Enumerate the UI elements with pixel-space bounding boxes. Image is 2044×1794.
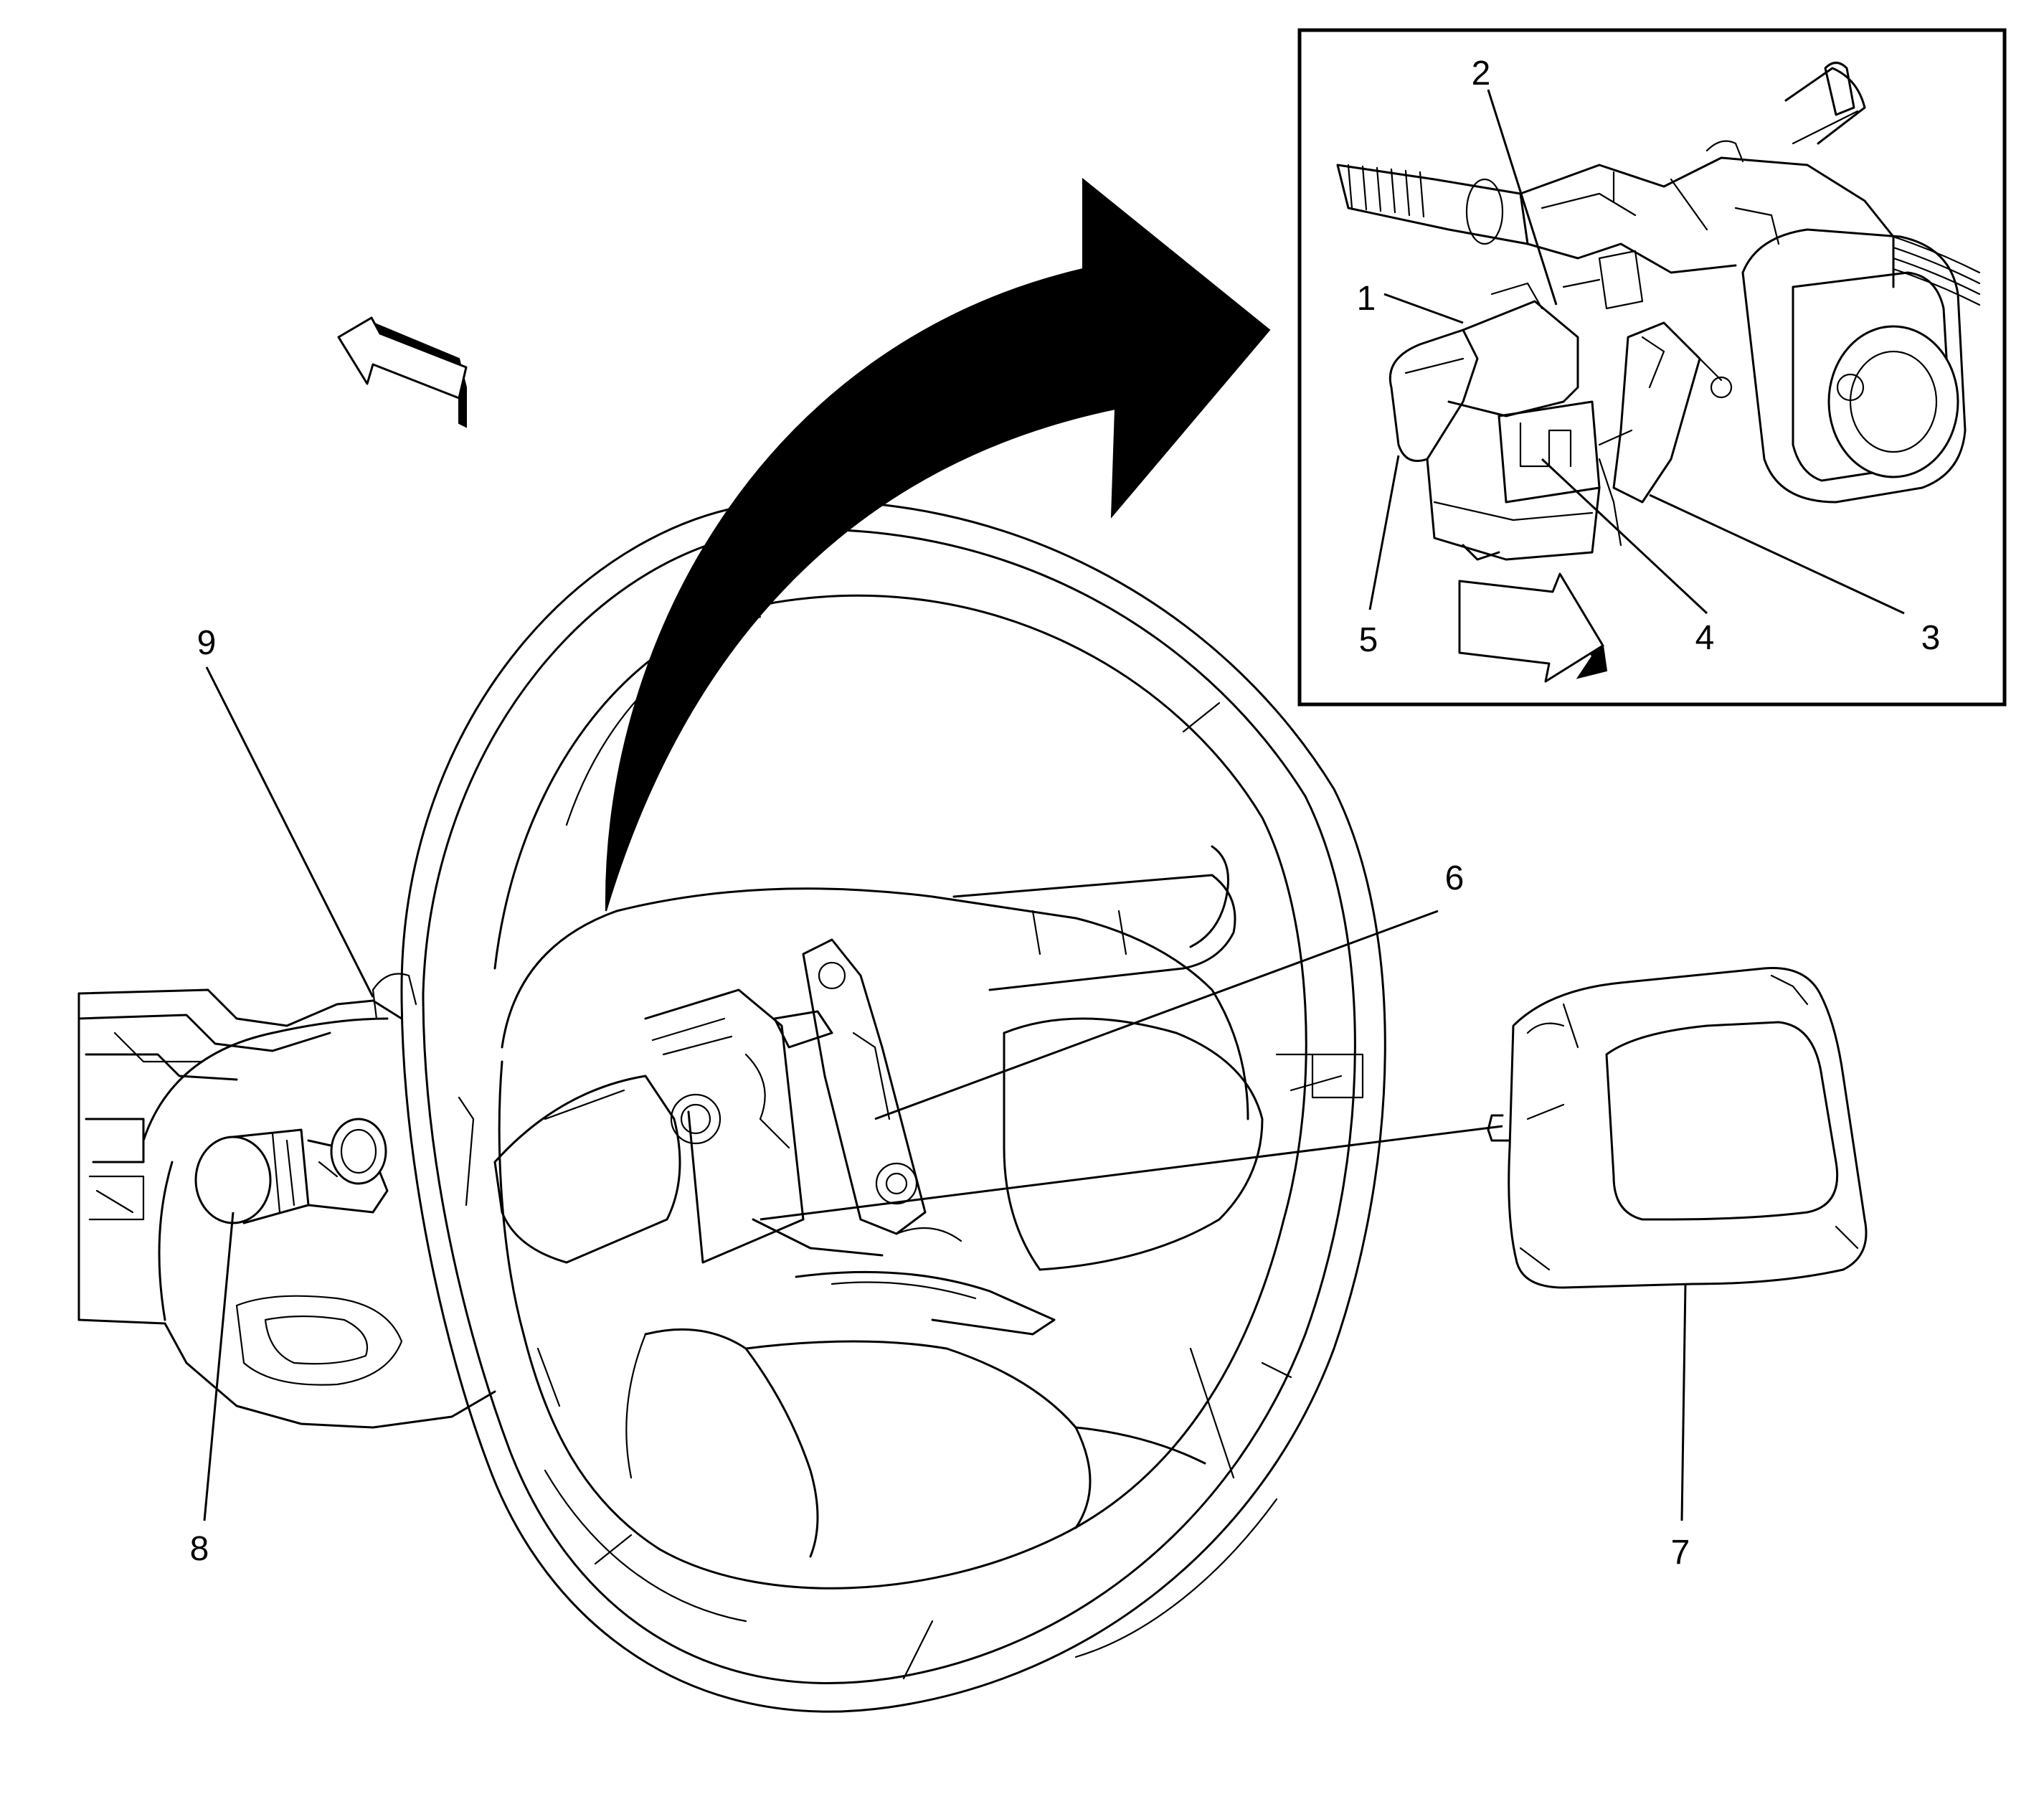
direction-arrow-icon [1458, 572, 1608, 683]
leader-3 [1649, 494, 1905, 615]
leader-2 [1487, 89, 1558, 306]
leader-8 [203, 1212, 235, 1521]
steering-wheel [400, 499, 1386, 1713]
steering-column [77, 973, 496, 1429]
leader-9 [205, 666, 374, 998]
callout-6: 6 [1445, 859, 1465, 897]
leader-lines [203, 89, 1905, 1521]
leader-4 [1541, 458, 1708, 615]
callouts: 9 8 6 7 1 2 3 4 5 [190, 55, 1941, 1572]
callout-1: 1 [1357, 280, 1376, 318]
callout-8: 8 [190, 1530, 209, 1568]
leader-6 [874, 910, 1439, 1120]
turn-signal-lever [194, 1118, 389, 1224]
callout-9: 9 [197, 624, 217, 662]
direction-arrow-icon [337, 316, 468, 428]
airbag-module [1487, 967, 1868, 1289]
callout-7: 7 [1671, 1534, 1690, 1572]
callout-5: 5 [1359, 621, 1378, 659]
curved-arrow-icon [605, 177, 1271, 912]
leader-1 [1383, 293, 1464, 324]
callout-3: 3 [1921, 619, 1941, 657]
leader-5 [1368, 455, 1400, 610]
callout-4: 4 [1695, 619, 1715, 657]
steering-wheel-hub [493, 845, 1364, 1558]
leader-7a [760, 1125, 1503, 1221]
detail-inset [1297, 28, 2007, 707]
callout-2: 2 [1472, 55, 1491, 93]
leader-7 [1680, 1283, 1687, 1521]
